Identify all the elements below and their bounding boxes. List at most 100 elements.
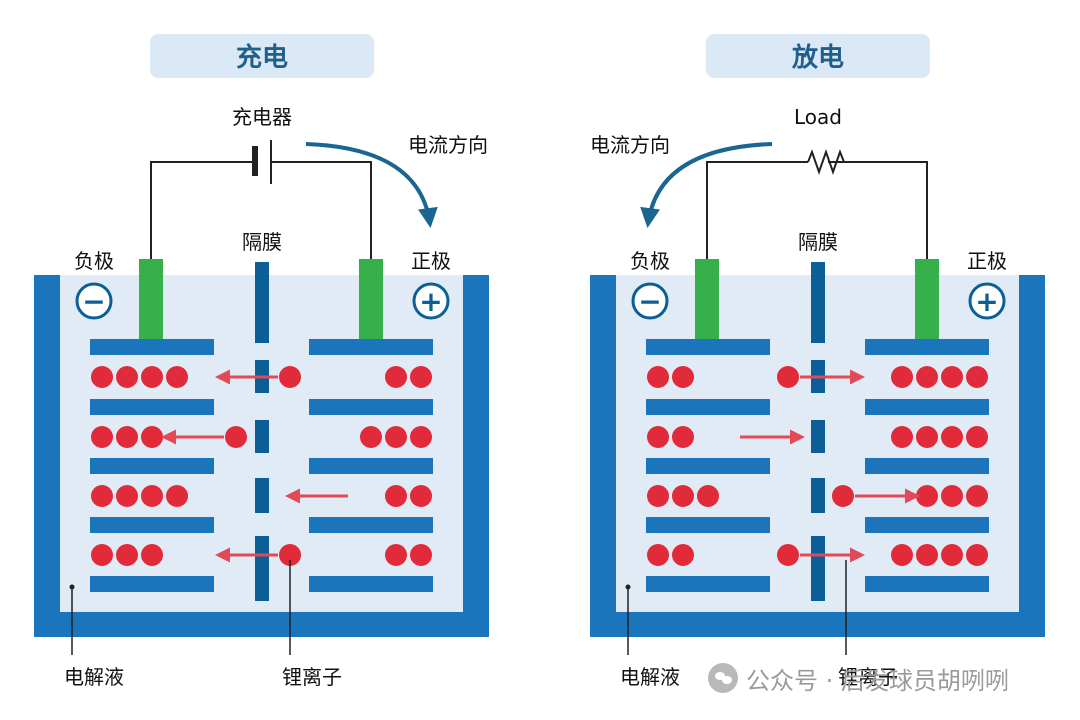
lithium-ion — [91, 544, 113, 566]
anode-plate — [646, 576, 770, 592]
separator-label: 隔膜 — [798, 230, 838, 254]
anode-plate — [646, 517, 770, 533]
title-pill — [706, 34, 930, 78]
cathode-plate — [865, 576, 989, 592]
lithium-ion — [385, 544, 407, 566]
lithium-ion — [672, 426, 694, 448]
lithium-ion — [141, 544, 163, 566]
electrolyte-label: 电解液 — [64, 665, 124, 689]
negative-sign-circle — [75, 282, 113, 320]
panel-title: 充电 — [236, 42, 288, 73]
cathode-plate — [865, 517, 989, 533]
lithium-ion — [647, 485, 669, 507]
battery-symbol — [252, 146, 258, 176]
anode-plate — [646, 399, 770, 415]
cathode-plate — [865, 339, 989, 355]
separator-segment — [811, 420, 825, 453]
positive-sign: + — [419, 285, 442, 318]
negative-terminal — [695, 259, 719, 339]
negative-sign: − — [82, 285, 105, 318]
wire-right — [828, 161, 928, 259]
negative-label: 负极 — [630, 249, 670, 273]
ion-label: 锂离子 — [838, 665, 898, 689]
ion-label: 锂离子 — [282, 665, 342, 689]
lithium-ion — [941, 544, 963, 566]
lithium-ion — [116, 544, 138, 566]
negative-terminal — [139, 259, 163, 339]
positive-sign-circle — [968, 282, 1006, 320]
lithium-ion — [941, 426, 963, 448]
lithium-ion — [91, 485, 113, 507]
wire-left — [706, 161, 808, 259]
lithium-ion — [966, 426, 988, 448]
anode-plate — [90, 517, 214, 533]
lithium-ion — [385, 366, 407, 388]
moving-ion — [832, 485, 854, 507]
wechat-icon — [708, 663, 738, 693]
panel-discharge: 放电Load电流方向负极正极−+隔膜电解液锂离子 — [590, 34, 1045, 689]
wire-right — [272, 161, 372, 259]
separator-segment — [255, 262, 269, 343]
lithium-ion — [360, 426, 382, 448]
cathode-plate — [309, 399, 433, 415]
lithium-ion — [91, 426, 113, 448]
anode-plate — [646, 339, 770, 355]
panel-charge: 充电充电器电流方向负极正极−+隔膜电解液锂离子 — [34, 34, 489, 689]
lithium-ion — [647, 544, 669, 566]
watermark: 公众号 · 后发球员胡咧咧 — [708, 660, 1009, 696]
moving-ion — [225, 426, 247, 448]
lithium-ion — [116, 485, 138, 507]
lithium-ion — [385, 426, 407, 448]
separator-label: 隔膜 — [242, 230, 282, 254]
anode-plate — [90, 458, 214, 474]
separator-segment — [811, 478, 825, 513]
lithium-ion — [672, 485, 694, 507]
source-label: 充电器 — [232, 105, 292, 129]
positive-sign: + — [975, 285, 998, 318]
lithium-ion — [141, 366, 163, 388]
lithium-ion — [916, 485, 938, 507]
positive-terminal — [915, 259, 939, 339]
separator-segment — [811, 262, 825, 343]
anode-plate — [90, 576, 214, 592]
cathode-plate — [309, 576, 433, 592]
current-arrow — [305, 142, 438, 228]
lithium-ion — [672, 544, 694, 566]
lithium-ion — [891, 426, 913, 448]
lithium-ion — [916, 426, 938, 448]
lithium-ion — [891, 366, 913, 388]
lithium-ion — [672, 366, 694, 388]
title-pill — [150, 34, 374, 78]
negative-sign: − — [638, 285, 661, 318]
resistor-symbol — [807, 148, 845, 176]
separator-segment — [255, 478, 269, 513]
lithium-ion — [941, 366, 963, 388]
separator-segment — [255, 536, 269, 601]
cathode-plate — [865, 399, 989, 415]
positive-label: 正极 — [967, 249, 1007, 273]
anode-plate — [646, 458, 770, 474]
lithium-ion — [891, 544, 913, 566]
lithium-ion — [941, 485, 963, 507]
lithium-ion — [166, 366, 188, 388]
current-label: 电流方向 — [590, 133, 670, 157]
positive-sign-circle — [412, 282, 450, 320]
negative-label: 负极 — [74, 249, 114, 273]
cathode-plate — [309, 339, 433, 355]
lithium-ion — [166, 485, 188, 507]
lithium-ion — [410, 426, 432, 448]
anode-plate — [90, 399, 214, 415]
lithium-ion — [116, 366, 138, 388]
panel-title: 放电 — [791, 42, 844, 73]
moving-ion — [279, 544, 301, 566]
lithium-ion — [916, 544, 938, 566]
moving-ion — [279, 366, 301, 388]
separator-segment — [255, 420, 269, 453]
source-label: Load — [794, 105, 842, 129]
lithium-ion — [966, 544, 988, 566]
lithium-ion — [410, 485, 432, 507]
positive-label: 正极 — [411, 249, 451, 273]
lithium-ion — [916, 366, 938, 388]
lithium-ion — [141, 426, 163, 448]
